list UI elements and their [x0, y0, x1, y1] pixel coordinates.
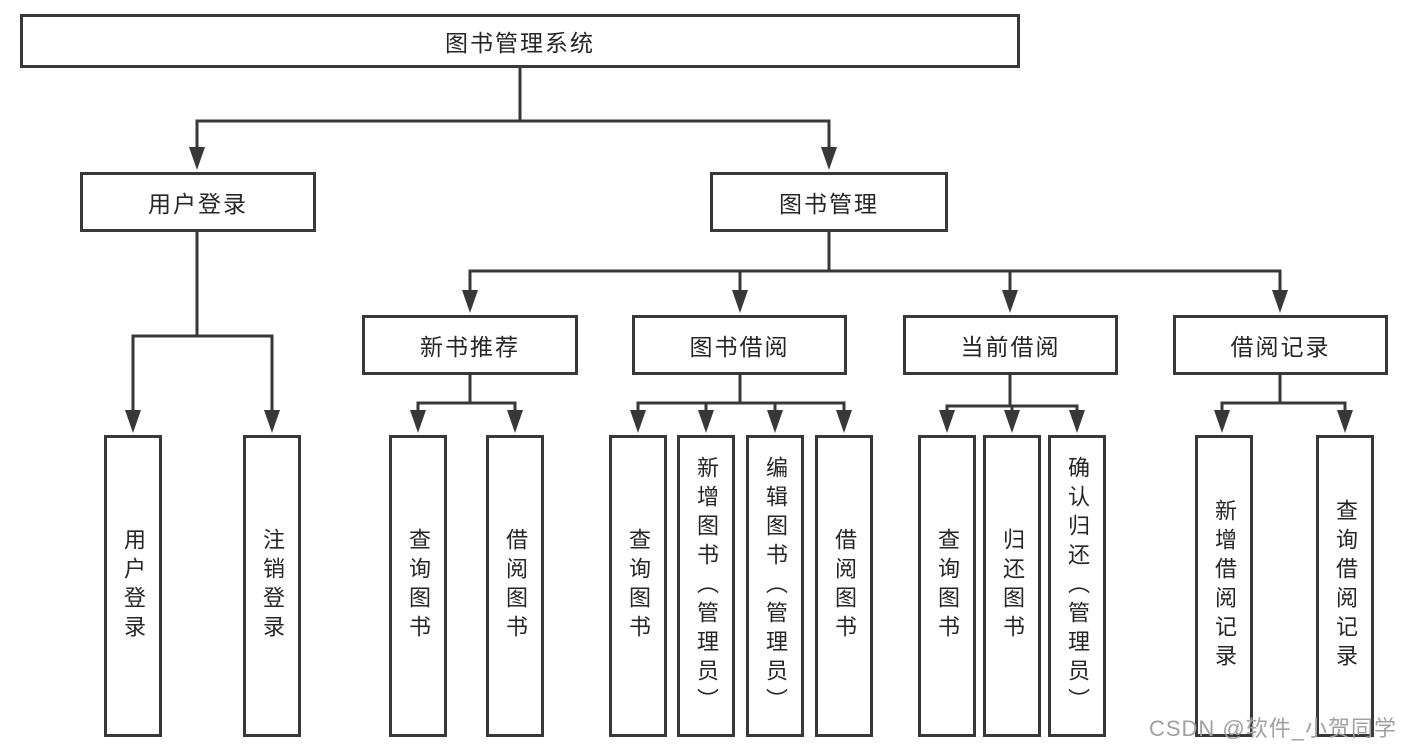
node-borrow-records: 借阅记录 — [1173, 315, 1388, 375]
arrow-leaf-query-books-recommend — [410, 410, 426, 433]
arrow-leaf-add-books-admin — [698, 410, 714, 433]
arrow-leaf-confirm-return-admin — [1069, 410, 1085, 433]
csdn-watermark: CSDN @软件_小贺同学 — [1148, 716, 1397, 741]
connector-root — [195, 68, 831, 150]
leaf-query-books-current: 查询图书 — [918, 435, 976, 737]
leaf-user-login: 用户登录 — [104, 435, 162, 737]
arrow-leaf-edit-books-admin — [767, 410, 783, 433]
leaf-borrow-books-recommend: 借阅图书 — [486, 435, 544, 737]
connector-user-login — [131, 232, 274, 412]
arrow-leaf-add-borrow-record — [1214, 410, 1230, 433]
leaf-query-borrow-record: 查询借阅记录 — [1316, 435, 1374, 737]
leaf-borrow-books-borrow: 借阅图书 — [815, 435, 873, 737]
leaf-query-books-recommend: 查询图书 — [389, 435, 447, 737]
leaf-logout: 注销登录 — [243, 435, 301, 737]
leaf-return-books: 归还图书 — [983, 435, 1041, 737]
arrow-leaf-query-books-current — [939, 410, 955, 433]
connector-book-borrow — [636, 375, 846, 412]
leaf-confirm-return-admin: 确认归还（管理员） — [1048, 435, 1106, 737]
arrow-leaf-borrow-books-borrow — [836, 410, 852, 433]
node-current-borrow: 当前借阅 — [903, 315, 1118, 375]
connector-book-management — [468, 232, 1282, 292]
arrow-leaf-borrow-books-recommend — [507, 410, 523, 433]
arrow-leaf-query-books-borrow — [630, 410, 646, 433]
connector-new-book-recommend — [416, 375, 517, 412]
arrow-to-user-login — [189, 147, 205, 170]
node-new-book-recommend: 新书推荐 — [362, 315, 578, 375]
arrow-to-borrow-records — [1272, 290, 1288, 313]
leaf-edit-books-admin: 编辑图书（管理员） — [746, 435, 804, 737]
arrow-to-book-management — [821, 147, 837, 170]
arrow-leaf-user-login — [125, 410, 141, 433]
arrow-leaf-logout — [264, 410, 280, 433]
connector-current-borrow — [945, 375, 1079, 412]
node-library-system: 图书管理系统 — [20, 14, 1020, 68]
arrow-to-book-borrow — [732, 290, 748, 313]
node-book-borrow: 图书借阅 — [632, 315, 847, 375]
leaf-query-books-borrow: 查询图书 — [609, 435, 667, 737]
node-user-login: 用户登录 — [80, 172, 316, 232]
arrow-leaf-query-borrow-record — [1337, 410, 1353, 433]
leaf-add-books-admin: 新增图书（管理员） — [677, 435, 735, 737]
arrow-to-new-book-recommend — [462, 290, 478, 313]
arrow-to-current-borrow — [1002, 290, 1018, 313]
node-book-management: 图书管理 — [710, 172, 948, 232]
leaf-add-borrow-record: 新增借阅记录 — [1195, 435, 1253, 737]
connector-borrow-records — [1220, 375, 1347, 412]
arrow-leaf-return-books — [1004, 410, 1020, 433]
